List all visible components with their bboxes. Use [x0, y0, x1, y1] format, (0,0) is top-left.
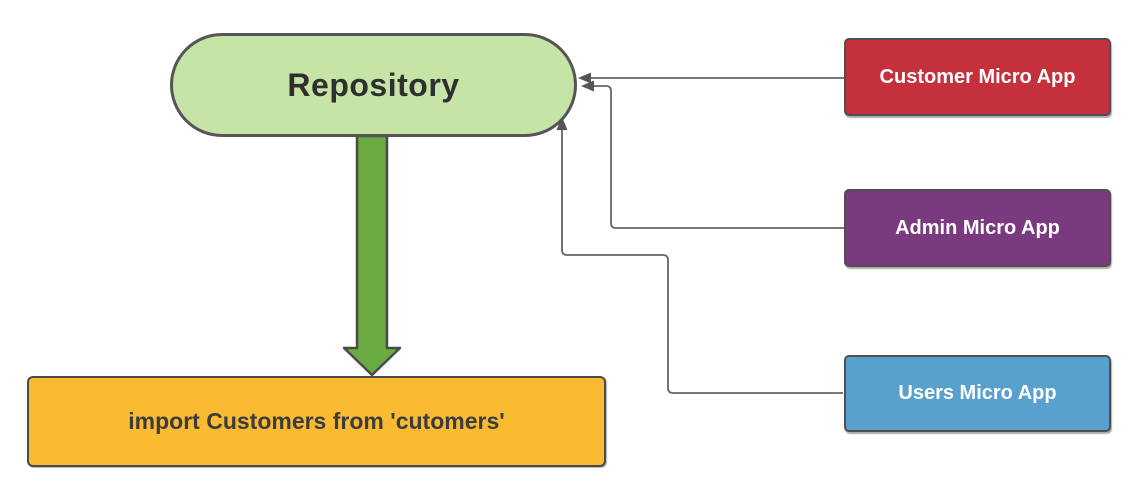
customer-micro-app-node: Customer Micro App — [844, 38, 1111, 116]
import-statement-node: import Customers from 'cutomers' — [27, 376, 606, 467]
import-statement-label: import Customers from 'cutomers' — [128, 408, 505, 434]
connector-users-to-repository — [561, 129, 843, 394]
users-micro-app-node: Users Micro App — [844, 355, 1111, 432]
repository-node: Repository — [170, 33, 577, 137]
admin-micro-app-label: Admin Micro App — [895, 216, 1060, 239]
admin-micro-app-node: Admin Micro App — [844, 189, 1111, 267]
repository-label: Repository — [287, 66, 460, 103]
arrowhead-customer — [578, 72, 591, 84]
green-down-arrow — [342, 134, 402, 377]
arrowhead-admin — [581, 80, 594, 92]
connector-admin-to-repository — [593, 85, 844, 229]
customer-micro-app-label: Customer Micro App — [879, 65, 1076, 88]
arrowhead-users — [556, 117, 568, 130]
users-micro-app-label: Users Micro App — [898, 382, 1057, 404]
